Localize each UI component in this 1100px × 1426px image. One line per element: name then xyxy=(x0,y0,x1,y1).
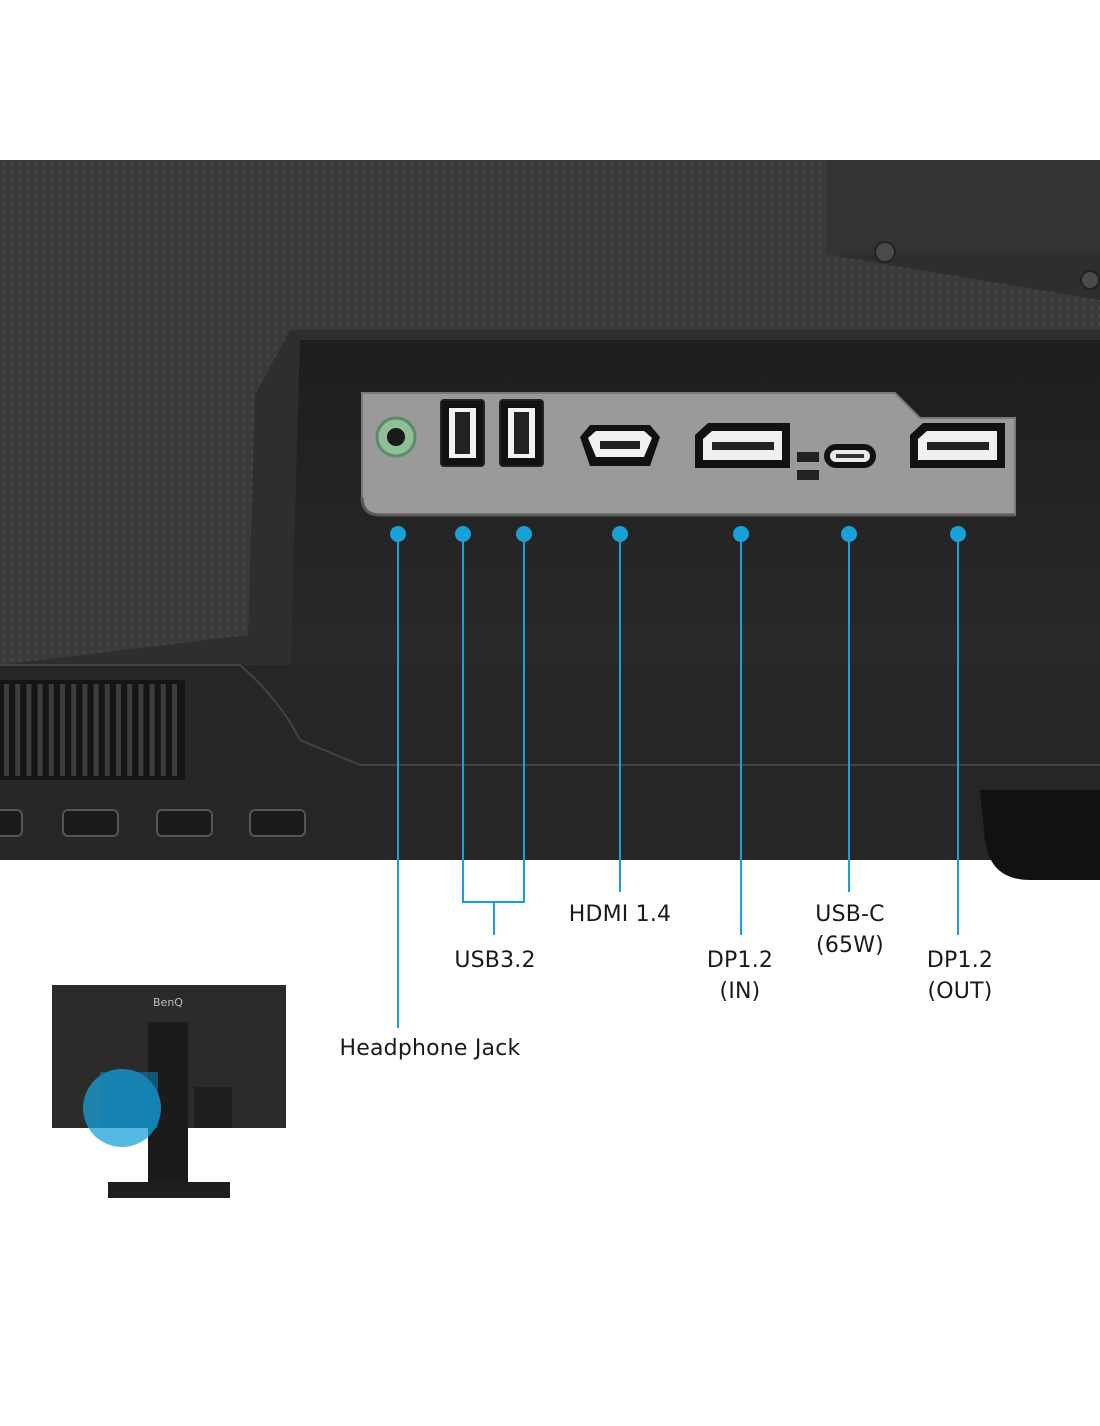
vent-slot xyxy=(138,684,144,776)
vent-slot xyxy=(26,684,32,776)
callout-headphone-dot xyxy=(390,526,406,542)
vent-slot xyxy=(172,684,177,776)
displayport-icon xyxy=(910,423,1005,468)
vent-slot xyxy=(82,684,88,776)
stand-base xyxy=(980,790,1100,880)
usb-a-icon xyxy=(499,399,544,467)
label-usb: USB3.2 xyxy=(454,948,536,973)
usb-c-icon xyxy=(824,444,876,468)
callout-usb-1-dot xyxy=(455,526,471,542)
control-button xyxy=(0,809,23,837)
vent-slot xyxy=(149,684,155,776)
label-usbc: USB-C (65W) xyxy=(815,902,885,958)
label-dp-in: DP1.2 (IN) xyxy=(706,948,774,1004)
vent-slot xyxy=(48,684,54,776)
brand-logo: BenQ xyxy=(153,996,183,1009)
vent-slot xyxy=(71,684,77,776)
callout-usb-2-dot xyxy=(516,526,532,542)
thumbnail-monitor-icon: BenQ xyxy=(52,985,286,1198)
vent-slot xyxy=(93,684,99,776)
hdmi-icon xyxy=(580,425,660,466)
ventilation-grille xyxy=(0,680,185,780)
vent-slot xyxy=(4,684,9,776)
vent-slot xyxy=(160,684,166,776)
headphone-jack-icon xyxy=(375,416,417,458)
vent-slot xyxy=(104,684,110,776)
screw-icon xyxy=(874,241,896,263)
control-buttons xyxy=(0,809,306,837)
displayport-icon xyxy=(695,423,790,468)
label-dp-out: DP1.2 (OUT) xyxy=(926,948,994,1004)
vent-slot xyxy=(37,684,43,776)
kensington-icon xyxy=(797,452,819,480)
stand-mount xyxy=(826,160,1100,255)
label-hdmi: HDMI 1.4 xyxy=(568,902,672,927)
callout-lines xyxy=(390,526,966,1028)
label-headphone: Headphone Jack xyxy=(339,1036,521,1061)
vent-slot xyxy=(127,684,133,776)
callout-usb-bracket xyxy=(462,900,525,903)
textured-back xyxy=(0,160,1100,665)
callout-dp-out-dot xyxy=(950,526,966,542)
callout-usbc-dot xyxy=(841,526,857,542)
vent-slot xyxy=(116,684,121,776)
vent-slot xyxy=(15,684,21,776)
screw-icon xyxy=(1080,270,1100,290)
usb-a-icon xyxy=(440,399,485,467)
vent-slot xyxy=(60,684,65,776)
control-button xyxy=(249,809,306,837)
control-button xyxy=(156,809,213,837)
callout-dp-in-dot xyxy=(733,526,749,542)
callout-hdmi-dot xyxy=(612,526,628,542)
control-button xyxy=(62,809,119,837)
